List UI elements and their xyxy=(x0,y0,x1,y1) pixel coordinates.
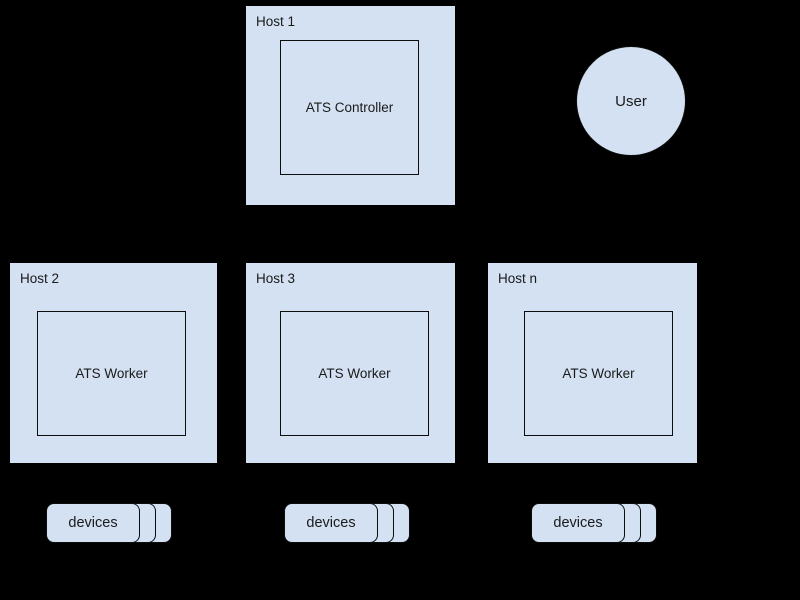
device-label: devices xyxy=(553,515,603,531)
actor-user[interactable]: User xyxy=(576,46,686,156)
component-box-ats-worker[interactable]: ATS Worker xyxy=(37,311,186,436)
component-box-ats-controller[interactable]: ATS Controller xyxy=(280,40,419,175)
host-label: Host 1 xyxy=(256,14,296,29)
device-label: devices xyxy=(306,515,356,531)
component-label: ATS Controller xyxy=(305,100,394,115)
actor-label: User xyxy=(615,92,647,110)
host-label: Host 3 xyxy=(256,271,296,286)
device-stack-host-3[interactable]: devices xyxy=(284,503,410,543)
component-box-ats-worker[interactable]: ATS Worker xyxy=(280,311,429,436)
component-label: ATS Worker xyxy=(318,366,391,381)
device-label: devices xyxy=(68,515,118,531)
device-card-front[interactable]: devices xyxy=(284,503,378,543)
device-card-front[interactable]: devices xyxy=(531,503,625,543)
device-card-front[interactable]: devices xyxy=(46,503,140,543)
host-box-host-1[interactable]: Host 1 ATS Controller xyxy=(246,6,455,205)
device-stack-host-2[interactable]: devices xyxy=(46,503,172,543)
host-box-host-3[interactable]: Host 3 ATS Worker xyxy=(246,263,455,463)
host-label: Host 2 xyxy=(20,271,60,286)
host-box-host-2[interactable]: Host 2 ATS Worker xyxy=(10,263,217,463)
component-label: ATS Worker xyxy=(562,366,635,381)
device-stack-host-n[interactable]: devices xyxy=(531,503,657,543)
host-box-host-n[interactable]: Host n ATS Worker xyxy=(488,263,697,463)
component-box-ats-worker[interactable]: ATS Worker xyxy=(524,311,673,436)
host-label: Host n xyxy=(498,271,538,286)
component-label: ATS Worker xyxy=(75,366,148,381)
